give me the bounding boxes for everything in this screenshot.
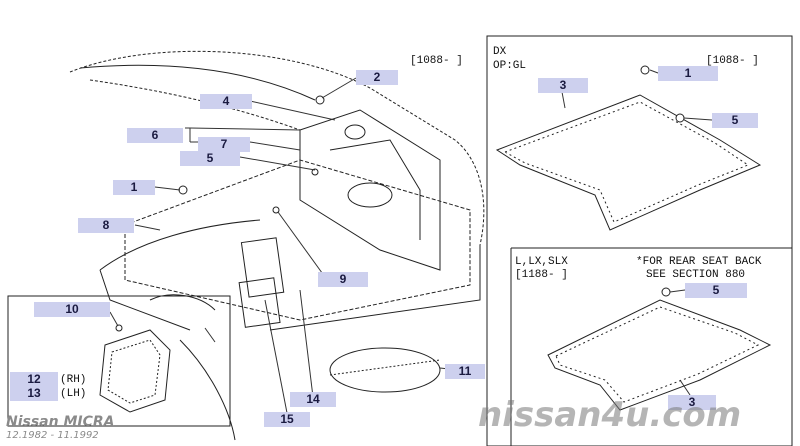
lamp-panel: [240, 237, 285, 298]
dx-trunk-mat: [495, 94, 762, 231]
callout-13[interactable]: 13: [10, 386, 58, 401]
dx-label: DX: [493, 46, 507, 58]
car-body-outline: [69, 50, 485, 441]
callout-4[interactable]: 4: [200, 94, 252, 109]
callout-6[interactable]: 6: [127, 128, 183, 143]
rear-side-trim: [299, 109, 441, 271]
callout-2[interactable]: 2: [356, 70, 398, 85]
callout-1-dx[interactable]: 1: [658, 66, 718, 81]
main-code: [1088- ]: [410, 55, 463, 67]
callout-1-main[interactable]: 1: [113, 180, 155, 195]
callout-7[interactable]: 7: [198, 137, 250, 152]
footer-model: Nissan MICRA: [6, 414, 115, 430]
callout-12[interactable]: 12: [10, 372, 58, 387]
callout-3-lx[interactable]: 3: [668, 395, 716, 410]
trim-grommet: [344, 124, 366, 140]
callout-11[interactable]: 11: [445, 364, 485, 379]
callout-10[interactable]: 10: [34, 302, 110, 317]
lx-label: L,LX,SLX: [515, 256, 568, 268]
callout-5-main[interactable]: 5: [180, 151, 240, 166]
callout-15[interactable]: 15: [264, 412, 310, 427]
callout-3-dx[interactable]: 3: [538, 78, 588, 93]
watermark-text: nissan4u.com: [478, 395, 742, 435]
callout-8[interactable]: 8: [78, 218, 134, 233]
variant-panel-frame: [486, 35, 793, 446]
inset-panel-frame: [7, 295, 231, 427]
callout-14[interactable]: 14: [290, 392, 336, 407]
rh-label: (RH): [60, 374, 87, 386]
dx-option-label: OP:GL: [493, 60, 527, 72]
callout-9[interactable]: 9: [318, 272, 368, 287]
callout-5-lx[interactable]: 5: [685, 283, 747, 298]
footer-years: 12.1982 - 11.1992: [6, 430, 99, 441]
rear-seat-note: *FOR REAR SEAT BACK: [636, 256, 762, 268]
callout-5-dx[interactable]: 5: [712, 113, 758, 128]
spare-tire-cover: [329, 347, 441, 393]
lx-trunk-mat: [547, 299, 772, 411]
leader-lines: [109, 69, 713, 419]
lh-label: (LH): [60, 388, 87, 400]
section-note: SEE SECTION 880: [646, 269, 746, 281]
inset-trim-part: [99, 329, 171, 413]
lx-code: [1188- ]: [515, 269, 568, 281]
dx-code: [1088- ]: [706, 55, 759, 67]
